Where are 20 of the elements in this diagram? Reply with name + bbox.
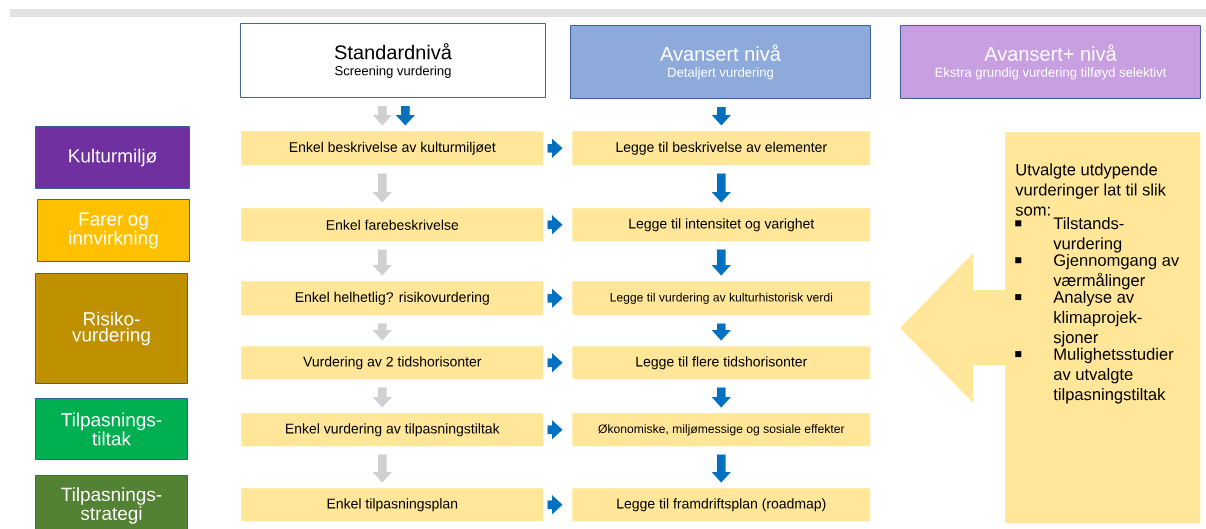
step-box: Enkel vurdering av tilpasningstiltak xyxy=(241,413,544,447)
step-box: Legge til vurdering av kulturhistorisk verdi xyxy=(572,281,871,316)
category-box: Tilpasnings- tiltak xyxy=(35,398,188,460)
level-header: Standardnivå Screening vurdering xyxy=(240,23,546,98)
step-box: Legge til framdriftsplan (roadmap) xyxy=(572,488,871,522)
step-box: Legge til intensitet og varighet xyxy=(572,208,871,242)
level-header: Avansert nivå Detaljert vurdering xyxy=(570,25,871,99)
step-box: Enkel beskrivelse av kulturmiljøet xyxy=(241,131,544,166)
category-box: Farer og innvirkning xyxy=(37,199,190,262)
step-box: Økonomiske, miljømessige og sosiale effekter xyxy=(572,413,871,447)
category-box: Risiko- vurdering xyxy=(35,273,188,384)
step-box: Enkel tilpasningsplan xyxy=(241,488,544,522)
step-box: Legge til flere tidshorisonter xyxy=(572,346,871,380)
step-box: Enkel farebeskrivelse xyxy=(241,208,544,242)
step-box: Legge til beskrivelse av elementer xyxy=(572,131,871,166)
level-header: Avansert+ nivå Ekstra grundig vurdering tilføyd selektivt xyxy=(900,25,1201,99)
category-box: Tilpasnings- strategi xyxy=(35,475,188,529)
category-box: Kulturmiljø xyxy=(35,126,190,189)
step-box: Vurdering av 2 tidshorisonter xyxy=(241,346,544,380)
step-box: Enkel helhetlig? risikovurdering xyxy=(241,281,544,316)
